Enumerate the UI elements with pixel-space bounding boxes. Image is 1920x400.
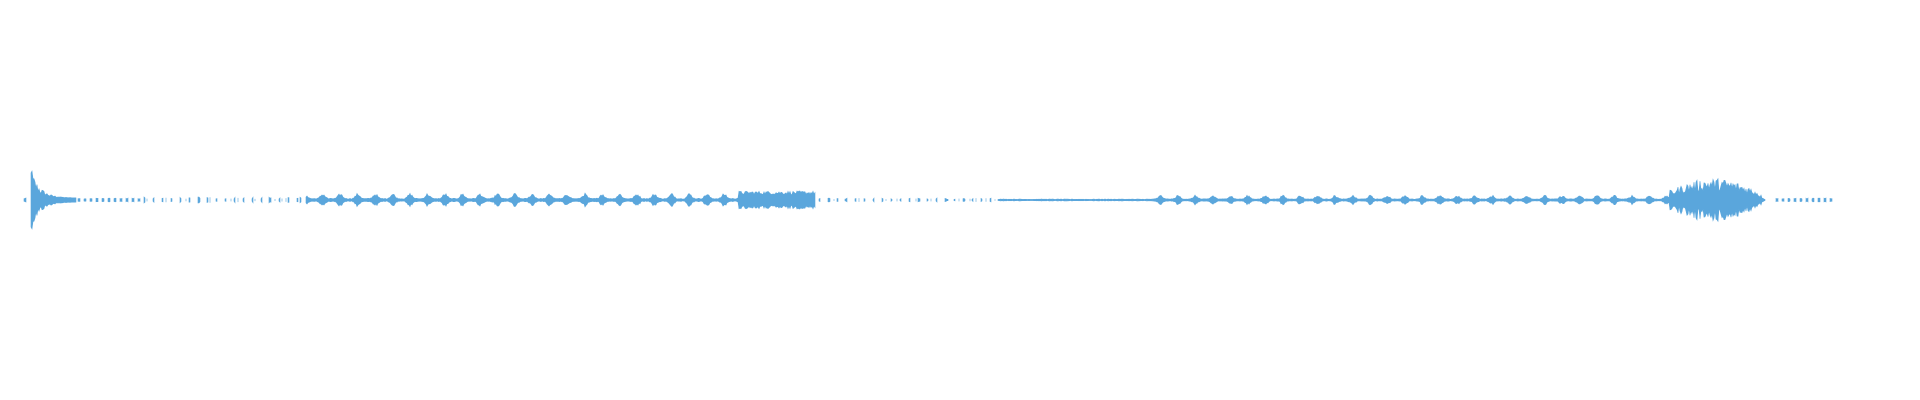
waveform-trace [23, 170, 1833, 230]
